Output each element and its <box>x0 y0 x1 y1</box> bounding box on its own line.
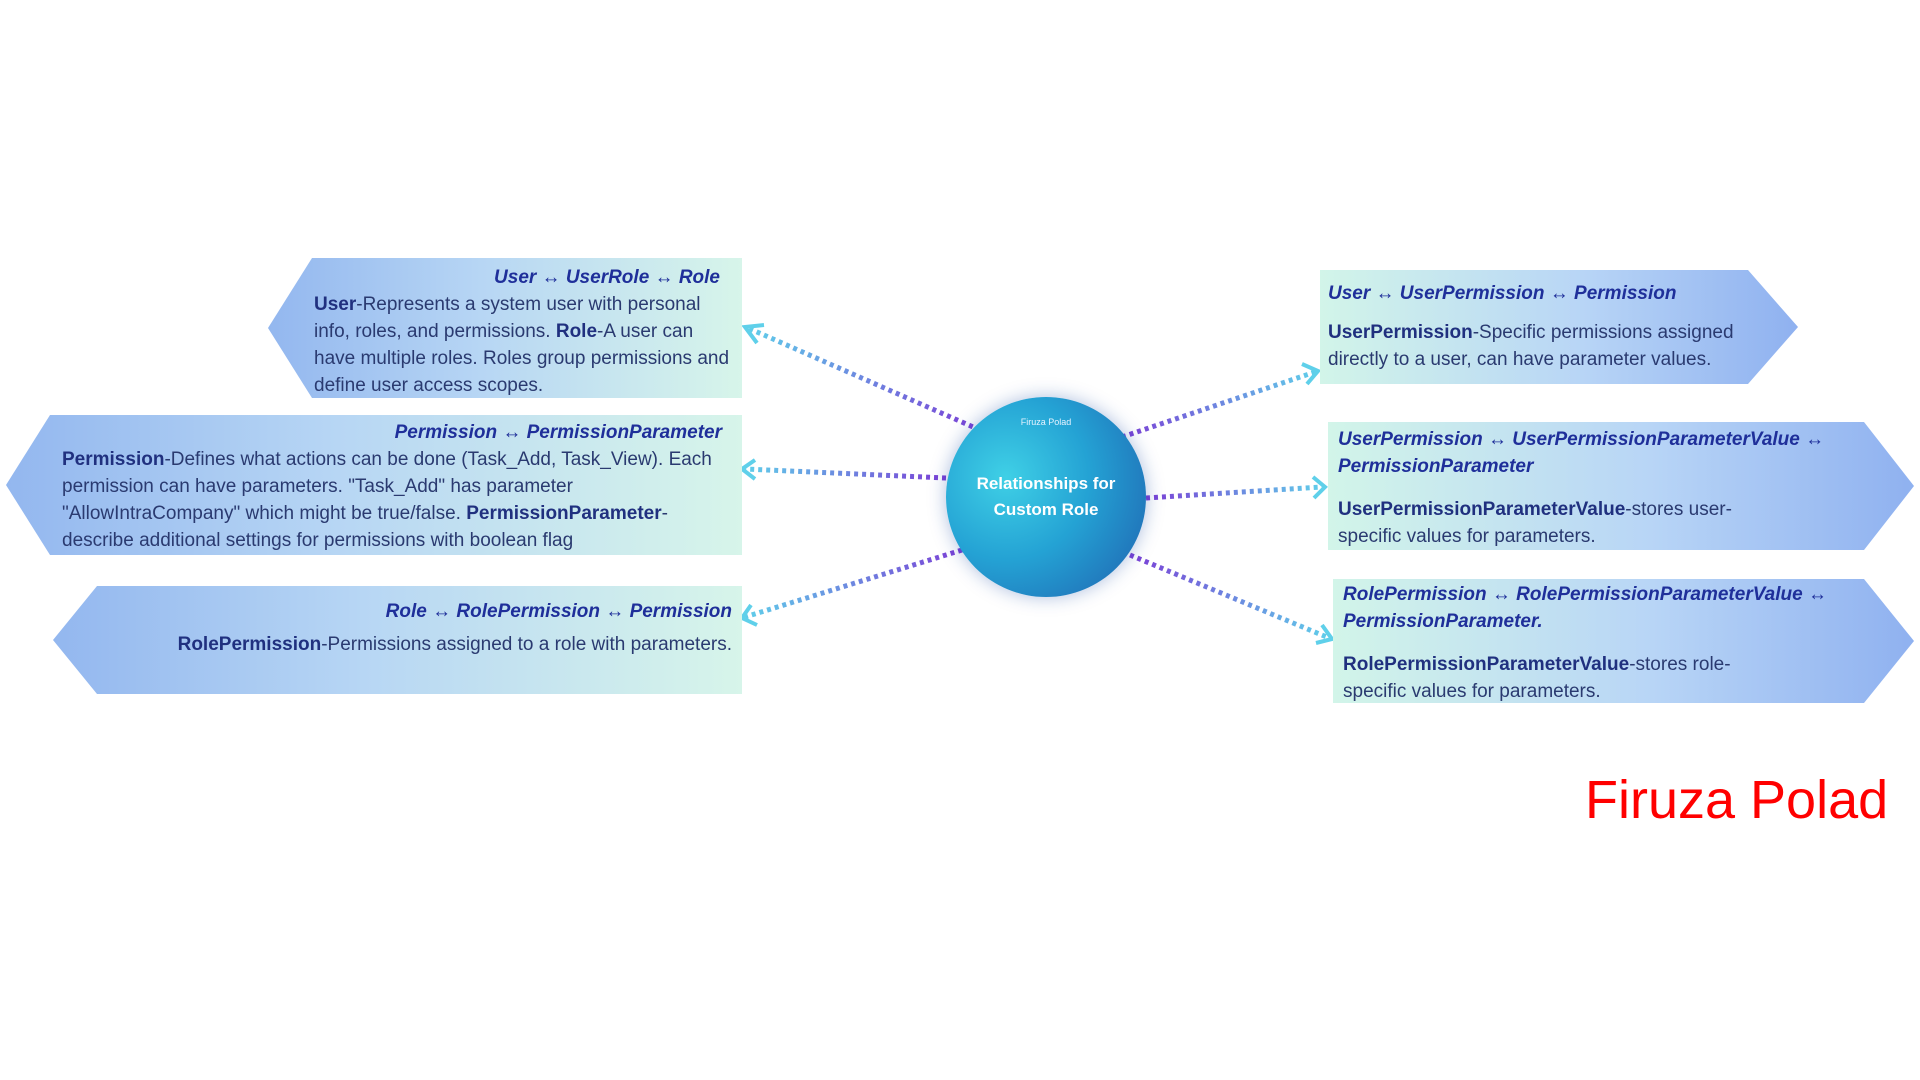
connector-user-permission-parameter-value <box>1145 475 1328 501</box>
description-text: -stores user-specific values for paramet… <box>1338 499 1732 547</box>
box-role-rolepermission-permission: Role ↔ RolePermission ↔ Permission RoleP… <box>53 586 742 694</box>
term-userpermissionparametervalue: UserPermissionParameterValue <box>1338 499 1626 520</box>
term-rolepermission: RolePermission <box>177 634 322 655</box>
box-title: Role ↔ RolePermission ↔ Permission <box>385 601 732 622</box>
hub-title-line-1: Relationships for <box>976 474 1116 493</box>
box-description: Permission-Defines what actions can be d… <box>62 446 732 554</box>
box-description: RolePermissionParameterValue-stores role… <box>1343 651 1783 705</box>
connector-user-role <box>741 323 982 433</box>
connector-permission-parameter <box>738 458 947 481</box>
box-description: User-Represents a system user with perso… <box>314 291 738 398</box>
box-title: Permission ↔ PermissionParameter <box>394 422 722 443</box>
box-title: UserPermission ↔ UserPermissionParameter… <box>1338 429 1825 477</box>
box-description: UserPermission-Specific permissions assi… <box>1328 319 1738 373</box>
box-title: User ↔ UserRole ↔ Role <box>494 267 720 288</box>
description-text: -Specific permissions assigned directly … <box>1328 322 1734 370</box>
term-user: User <box>314 294 357 315</box>
hub-title-line-2: Custom Role <box>993 500 1099 519</box>
description-text: -Permissions assigned to a role with par… <box>321 634 732 655</box>
box-title: RolePermission ↔ RolePermissionParameter… <box>1343 584 1827 632</box>
box-permission-permissionparameter: Permission ↔ PermissionParameter Permiss… <box>6 415 742 555</box>
connector-role-permission <box>739 547 963 627</box>
connector-user-permission <box>1121 362 1322 440</box>
description-text: -describe additional settings for permis… <box>62 503 668 551</box>
term-role: Role <box>555 321 598 342</box>
central-hub-node: Firuza Polad Relationships for Custom Ro… <box>946 397 1146 597</box>
hub-watermark: Firuza Polad <box>1020 417 1072 427</box>
box-title: User ↔ UserPermission ↔ Permission <box>1328 283 1677 304</box>
box-description: RolePermission-Permissions assigned to a… <box>129 631 732 658</box>
term-permission: Permission <box>62 449 165 470</box>
description-text: -Defines what actions can be done (Task_… <box>62 449 712 524</box>
term-permissionparameter: PermissionParameter <box>466 503 662 524</box>
author-signature: Firuza Polad <box>1585 770 1889 830</box>
connector-role-permission-parameter-value <box>1129 552 1336 645</box>
box-userpermission-parametervalue: UserPermission ↔ UserPermissionParameter… <box>1328 422 1914 550</box>
description-text: -Represents a system user with personal … <box>314 294 701 342</box>
term-userpermission: UserPermission <box>1328 322 1473 343</box>
hub-title: Relationships for Custom Role <box>956 471 1136 523</box>
description-text: -stores role-specific values for paramet… <box>1343 654 1731 702</box>
box-description: UserPermissionParameterValue-stores user… <box>1338 496 1778 550</box>
description-text: -A user can have multiple roles. Roles g… <box>314 321 730 396</box>
term-rolepermissionparametervalue: RolePermissionParameterValue <box>1343 654 1630 675</box>
box-user-userrole-role: User ↔ UserRole ↔ Role User-Represents a… <box>268 258 742 398</box>
box-rolepermission-parametervalue: RolePermission ↔ RolePermissionParameter… <box>1333 579 1914 703</box>
box-user-userpermission-permission: User ↔ UserPermission ↔ Permission UserP… <box>1320 270 1798 384</box>
